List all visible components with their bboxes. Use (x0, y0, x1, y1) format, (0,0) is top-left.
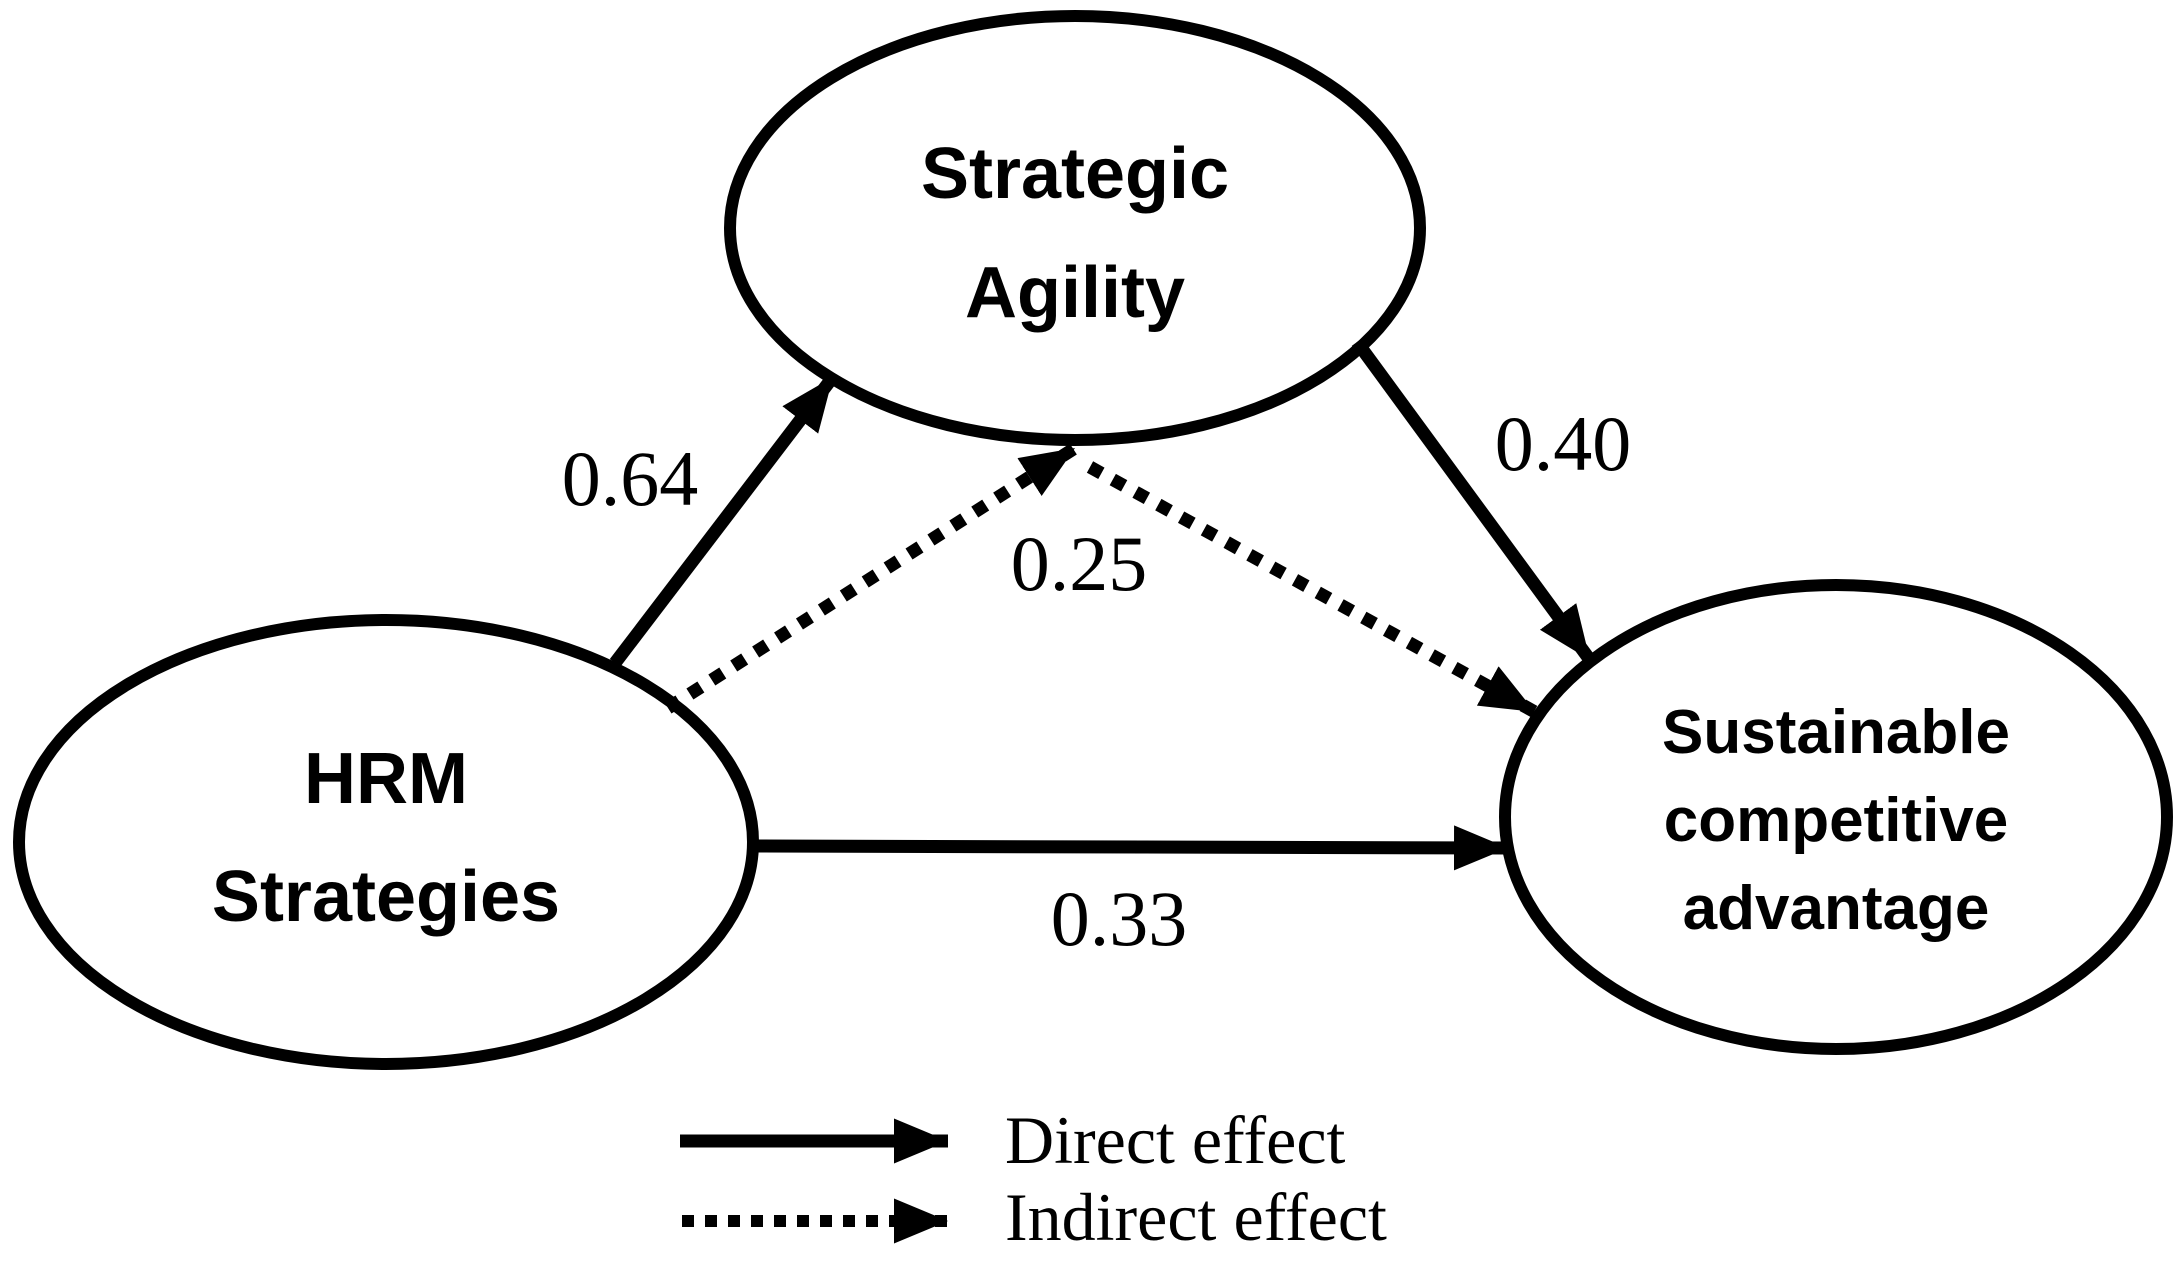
arrow-hrm-to-advantage (756, 825, 1509, 871)
legend-indirect-effect-label: Indirect effect (1005, 1179, 1387, 1255)
node-hrm-strategies (13, 614, 759, 1070)
coefficient-indirect: 0.25 (1011, 520, 1148, 607)
coefficient-hrm-to-advantage: 0.33 (1051, 875, 1188, 962)
arrow-indirect-agility-to-advantage (1086, 461, 1539, 718)
label-hrm-line1: HRM (304, 739, 468, 819)
label-advantage-line1: Sustainable (1662, 698, 2010, 767)
legend: Direct effect Indirect effect (680, 1102, 1387, 1255)
label-advantage-line3: advantage (1683, 874, 1990, 943)
coefficient-hrm-to-agility: 0.64 (562, 435, 699, 522)
arrow-indirect-hrm-to-agility (664, 442, 1079, 714)
label-advantage-line2: competitive (1664, 786, 2009, 855)
arrow-hrm-to-agility (609, 373, 839, 667)
arrow-agility-to-advantage (1351, 338, 1596, 664)
label-strategic-agility-line2: Agility (965, 253, 1185, 333)
coefficient-agility-to-advantage: 0.40 (1495, 400, 1632, 487)
label-strategic-agility-line1: Strategic (921, 134, 1229, 214)
node-strategic-agility (724, 10, 1426, 446)
label-hrm-line2: Strategies (212, 857, 560, 937)
node-sustainable-competitive-advantage (1499, 579, 2173, 1055)
legend-direct-effect-label: Direct effect (1005, 1102, 1346, 1178)
